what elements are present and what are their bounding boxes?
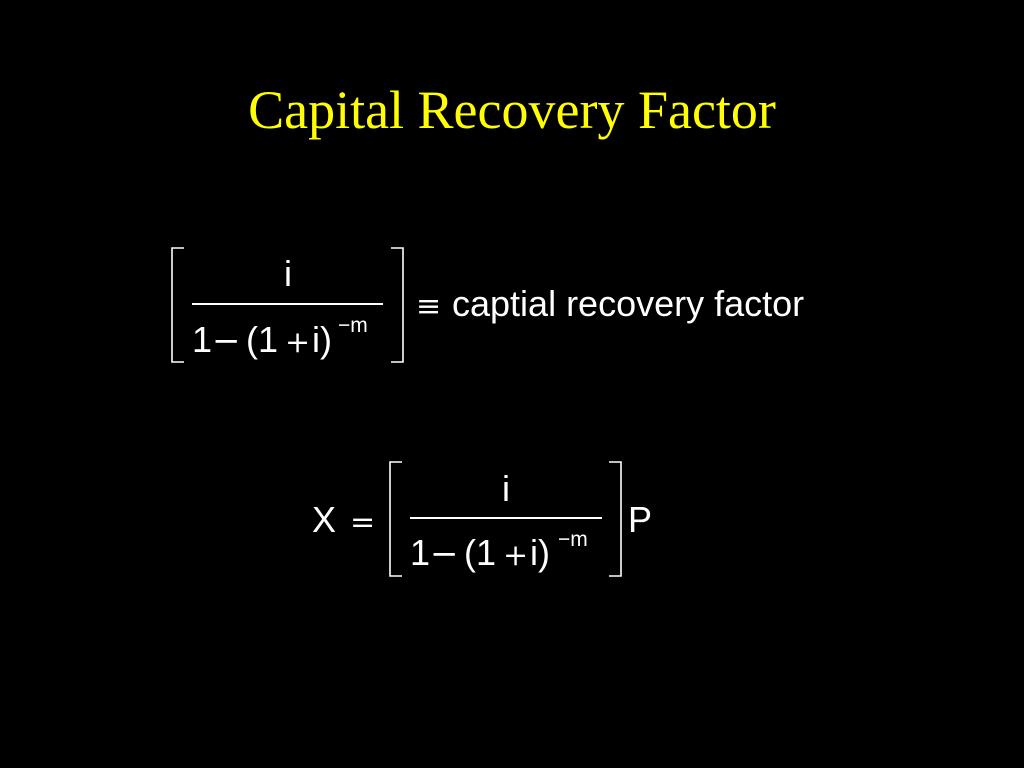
- denominator-i-close: i): [530, 532, 550, 573]
- minus-sign: −: [212, 321, 241, 361]
- lhs-x: X: [312, 499, 336, 540]
- denominator-open-one: (1: [464, 532, 496, 573]
- numerator-i: i: [502, 468, 510, 509]
- exponent-minus-m: −m: [558, 528, 588, 551]
- slide-title: Capital Recovery Factor: [248, 80, 776, 140]
- right-bracket: [391, 247, 404, 363]
- equation-payment-formula: X = i 1 − (1 + i) −m P: [312, 461, 652, 577]
- denominator-one: 1: [410, 532, 430, 573]
- left-bracket: [389, 461, 402, 577]
- equation-capital-recovery-definition: i 1 − (1 + i) −m ≡ captial recovery fact…: [171, 247, 804, 363]
- minus-sign: −: [430, 534, 459, 574]
- denominator-one: 1: [192, 319, 212, 360]
- rhs-p: P: [628, 499, 652, 540]
- exponent-minus-m: −m: [338, 314, 368, 337]
- denominator-open-one: (1: [246, 319, 278, 360]
- denominator-i-close: i): [312, 319, 332, 360]
- equation-label: captial recovery factor: [452, 283, 804, 324]
- equals-sign: =: [350, 505, 375, 540]
- equivalence-sign: ≡: [416, 289, 441, 324]
- numerator-i: i: [284, 253, 292, 294]
- plus-sign: +: [285, 325, 310, 360]
- right-bracket: [609, 461, 622, 577]
- left-bracket: [171, 247, 184, 363]
- plus-sign: +: [503, 538, 528, 573]
